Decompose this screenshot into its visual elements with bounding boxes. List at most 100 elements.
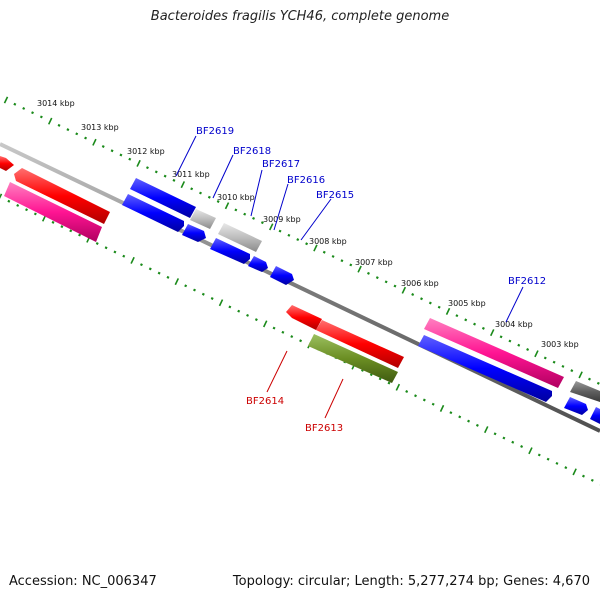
gene-olive[interactable] xyxy=(308,334,398,383)
kbp-label: 3009 kbp xyxy=(263,215,301,224)
minor-tick xyxy=(502,436,506,440)
major-tick xyxy=(490,329,495,337)
minor-tick xyxy=(287,233,291,237)
gene-label-bf2619[interactable]: BF2619 xyxy=(196,126,234,137)
gene-blue[interactable] xyxy=(182,224,206,242)
major-tick xyxy=(445,307,451,315)
gene-blue[interactable] xyxy=(564,397,588,415)
minor-tick xyxy=(552,360,556,364)
gene-blue[interactable] xyxy=(270,266,294,285)
minor-tick xyxy=(31,111,34,115)
gene-labels: BF2619 BF2618 BF2617 BF2616 BF2615 BF261… xyxy=(196,126,546,434)
minor-tick xyxy=(190,187,194,191)
gene-label-bf2618[interactable]: BF2618 xyxy=(233,146,271,157)
outer-tick-track xyxy=(3,96,600,385)
minor-tick xyxy=(84,136,88,140)
gene-blue[interactable] xyxy=(122,194,184,232)
gene-label-bf2613[interactable]: BF2613 xyxy=(305,423,343,434)
kbp-label: 3005 kbp xyxy=(448,299,486,308)
gene-red[interactable] xyxy=(0,156,14,171)
gene-label-bf2617[interactable]: BF2617 xyxy=(262,159,300,170)
kbp-label: 3013 kbp xyxy=(81,123,119,132)
gene-red[interactable] xyxy=(316,320,404,368)
minor-tick xyxy=(596,381,600,385)
gene-grey[interactable] xyxy=(190,209,216,229)
genes-forward-row-1 xyxy=(0,156,600,402)
gene-label-bf2614[interactable]: BF2614 xyxy=(246,396,284,407)
gene-pink[interactable] xyxy=(424,318,564,388)
gene-label-bf2612[interactable]: BF2612 xyxy=(508,276,546,287)
minor-tick xyxy=(414,394,417,398)
minor-tick xyxy=(237,309,241,313)
minor-tick xyxy=(422,398,426,402)
minor-tick xyxy=(228,305,232,309)
minor-tick xyxy=(216,200,220,203)
minor-tick xyxy=(51,220,55,224)
major-tick xyxy=(572,468,577,476)
major-tick xyxy=(218,299,224,307)
minor-tick xyxy=(508,339,512,343)
major-tick xyxy=(130,256,135,264)
minor-tick xyxy=(349,263,353,267)
minor-tick xyxy=(278,229,282,233)
genome-backbone xyxy=(0,142,600,433)
minor-tick xyxy=(290,335,294,339)
minor-tick xyxy=(375,276,379,280)
minor-tick xyxy=(172,178,176,182)
major-tick xyxy=(534,350,539,358)
gene-blue[interactable] xyxy=(590,407,600,424)
minor-tick xyxy=(163,174,167,178)
gene-red[interactable] xyxy=(14,168,110,224)
topology-summary: Topology: circular; Length: 5,277,274 bp… xyxy=(232,574,590,589)
major-tick xyxy=(180,181,186,189)
minor-tick xyxy=(25,208,28,212)
minor-tick xyxy=(405,390,409,393)
gene-grey[interactable] xyxy=(218,223,262,252)
gene-darkgrey[interactable] xyxy=(570,381,600,402)
minor-tick xyxy=(455,314,459,318)
kbp-label: 3007 kbp xyxy=(355,258,393,267)
minor-tick xyxy=(252,216,256,220)
gene-blue[interactable] xyxy=(248,256,268,272)
minor-tick xyxy=(66,128,70,132)
kbp-label: 3006 kbp xyxy=(401,279,439,288)
kbp-scale: 3014 kbp 3013 kbp 3012 kbp 3011 kbp 3010… xyxy=(37,99,579,349)
minor-tick xyxy=(526,348,530,351)
major-tick xyxy=(357,265,362,273)
minor-tick xyxy=(184,284,188,288)
minor-tick xyxy=(473,322,477,326)
minor-tick xyxy=(564,466,568,470)
major-tick xyxy=(439,404,445,412)
minor-tick xyxy=(60,225,64,229)
minor-tick xyxy=(119,153,123,157)
gene-blue[interactable] xyxy=(210,238,250,264)
minor-tick xyxy=(246,313,250,317)
gene-label-bf2616[interactable]: BF2616 xyxy=(287,175,325,186)
accession-text: Accession: NC_006347 xyxy=(9,574,157,589)
minor-tick xyxy=(387,381,391,385)
minor-tick xyxy=(201,292,205,296)
gene-red[interactable] xyxy=(286,305,322,330)
gene-label-bf2615[interactable]: BF2615 xyxy=(316,190,354,201)
leader-line xyxy=(250,169,263,217)
kbp-label: 3004 kbp xyxy=(495,320,533,329)
minor-tick xyxy=(393,284,397,288)
minor-tick xyxy=(588,377,591,381)
minor-tick xyxy=(281,330,285,334)
kbp-label: 3014 kbp xyxy=(37,99,75,108)
gene-blue[interactable] xyxy=(418,335,552,402)
minor-tick xyxy=(378,377,382,381)
minor-tick xyxy=(561,364,565,368)
minor-tick xyxy=(154,170,158,174)
major-tick xyxy=(268,223,274,231)
gene-blue[interactable] xyxy=(130,178,196,218)
leader-line xyxy=(273,183,289,231)
minor-tick xyxy=(104,246,108,250)
minor-tick xyxy=(254,318,258,322)
leader-line xyxy=(175,135,197,177)
minor-tick xyxy=(537,453,541,457)
minor-tick xyxy=(272,326,276,330)
minor-tick xyxy=(546,457,550,461)
gene-pink[interactable] xyxy=(4,182,102,242)
